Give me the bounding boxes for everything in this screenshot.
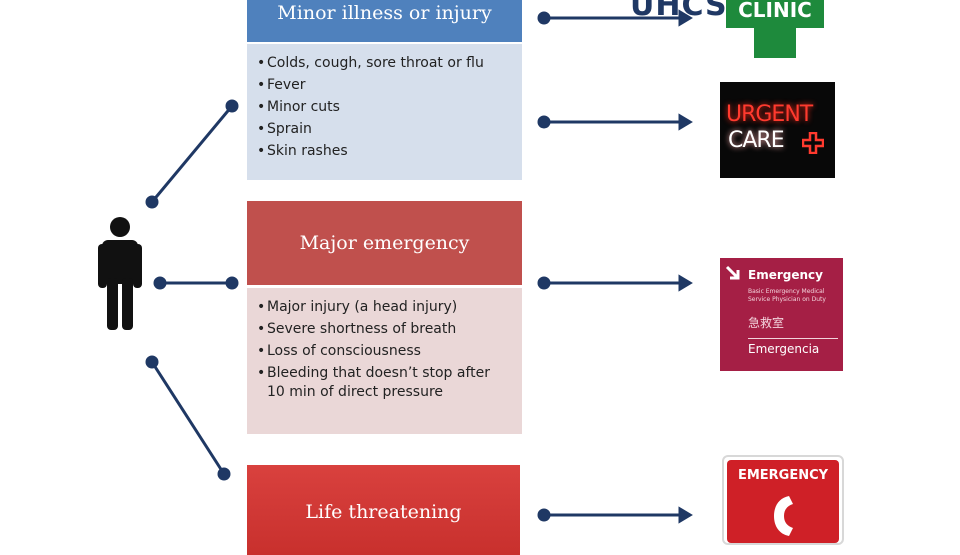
connector-dot — [217, 467, 231, 481]
emergency-sign-title: Emergency — [748, 268, 823, 282]
emergency-sign-sub: Basic Emergency Medical Service Physicia… — [748, 288, 826, 304]
urgent-care-sign: URGENT CARE — [720, 82, 835, 178]
uhcs-logo-text: UHCS — [630, 0, 728, 23]
arrowhead — [678, 113, 693, 131]
emergency-sign-sub1: Basic Emergency Medical — [748, 288, 825, 295]
arrowhead — [678, 506, 693, 524]
list-item: Colds, cough, sore throat or flu — [257, 52, 522, 74]
clinic-sign-label: CLINIC — [738, 0, 812, 22]
connector-person-life — [150, 361, 226, 475]
arrow-down-right-icon — [725, 265, 740, 280]
person-icon — [98, 217, 142, 330]
connector-dot — [225, 276, 239, 290]
arrowhead — [678, 9, 693, 27]
life-threatening-title: Life threatening — [305, 501, 462, 523]
major-emergency-title: Major emergency — [299, 232, 470, 254]
emergency-sign-spanish: Emergencia — [748, 342, 820, 356]
emergency-direction-sign: Emergency Basic Emergency Medical Servic… — [720, 258, 843, 371]
life-threatening-header: Life threatening — [247, 465, 520, 555]
phone-handset-icon — [774, 496, 793, 536]
list-item: Fever — [257, 74, 522, 96]
list-item: Minor cuts — [257, 96, 522, 118]
connector-person-minor — [150, 105, 234, 203]
major-emergency-list: Major injury (a head injury) Severe shor… — [247, 288, 522, 434]
connector-dot — [145, 355, 159, 369]
emergency-sign-chinese: 急救室 — [748, 316, 785, 330]
emergency-phone-panel: EMERGENCY — [727, 460, 839, 543]
connector-dot — [145, 195, 159, 209]
minor-illness-title: Minor illness or injury — [277, 2, 492, 24]
emergency-sign-sub2: Service Physician on Duty — [748, 296, 826, 303]
list-item: Skin rashes — [257, 140, 522, 162]
list-item: Sprain — [257, 118, 522, 140]
minor-illness-list: Colds, cough, sore throat or flu Fever M… — [247, 44, 522, 180]
list-item: Severe shortness of breath — [257, 318, 522, 340]
list-item: Major injury (a head injury) — [257, 296, 522, 318]
list-item: Loss of consciousness — [257, 340, 522, 362]
major-emergency-header: Major emergency — [247, 201, 522, 285]
emergency-phone-sign: EMERGENCY — [722, 455, 844, 545]
urgent-care-line2: CARE — [728, 128, 785, 153]
red-cross-icon — [802, 132, 824, 154]
emergency-phone-title: EMERGENCY — [737, 468, 829, 483]
list-item-continuation: 10 min of direct pressure — [267, 384, 444, 400]
clinic-cross-sign-icon — [726, 0, 824, 58]
urgent-care-line1: URGENT — [726, 102, 813, 127]
arrowhead — [678, 274, 693, 292]
connector-dot — [153, 276, 167, 290]
minor-illness-header: Minor illness or injury — [247, 0, 522, 44]
connector-dot — [225, 99, 239, 113]
list-item: Bleeding that doesn’t stop after — [257, 362, 522, 384]
connector-lines — [145, 9, 693, 524]
emergency-sign-divider — [748, 338, 838, 339]
